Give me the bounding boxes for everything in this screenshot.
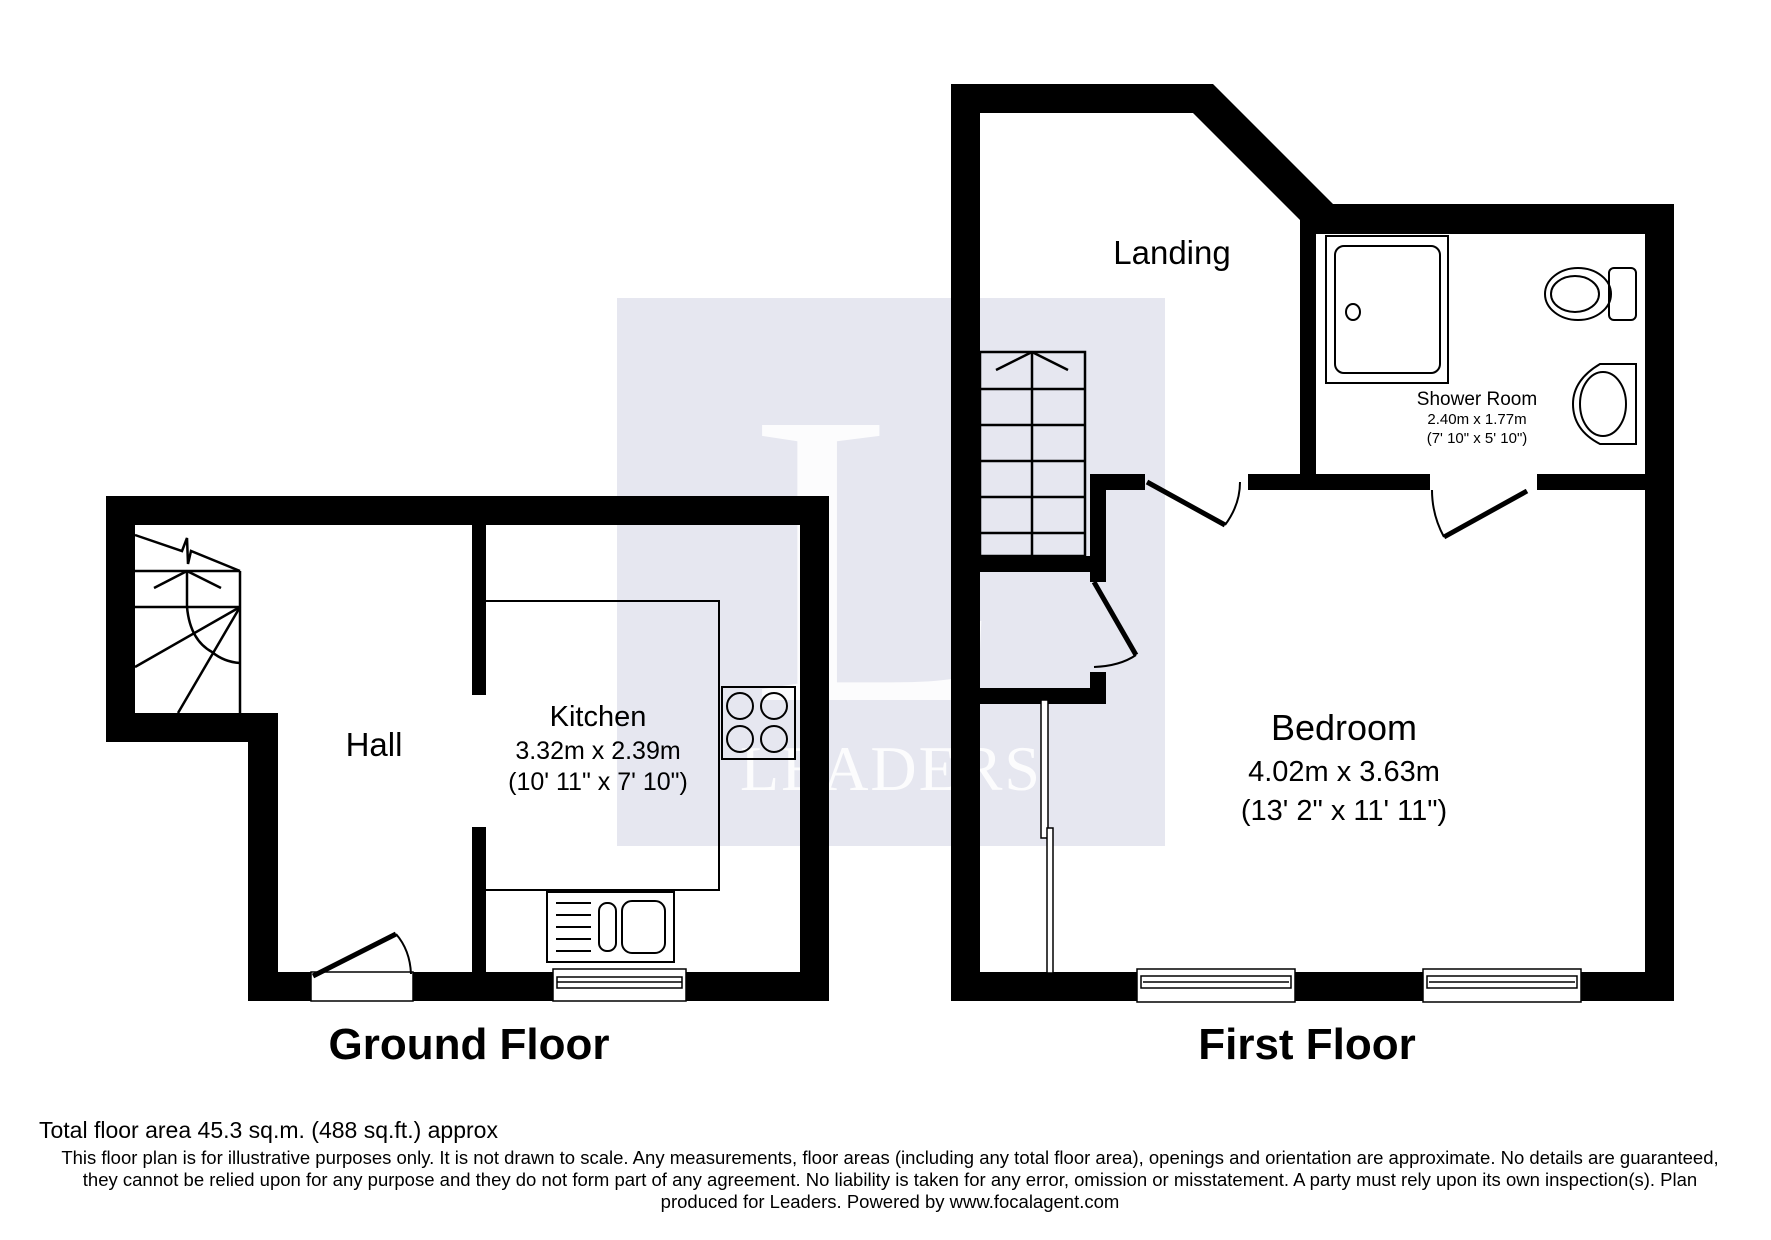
hob-icon xyxy=(721,686,796,760)
room-label-kitchen: Kitchen xyxy=(549,701,647,733)
shower-room-metric-dimensions: 2.40m x 1.77m xyxy=(1427,411,1527,428)
front-door xyxy=(310,931,414,1002)
ground-floor-walls xyxy=(106,496,829,1001)
kitchen-metric-dimensions: 3.32m x 2.39m xyxy=(515,737,681,765)
room-label-shower-room: Shower Room xyxy=(1416,389,1538,410)
bedroom-window-right xyxy=(1422,968,1582,1003)
kitchen-worktop xyxy=(486,600,720,891)
room-label-landing: Landing xyxy=(1113,234,1231,271)
kitchen-imperial-dimensions: (10' 11" x 7' 10") xyxy=(508,768,688,796)
bedroom-window-left xyxy=(1136,968,1296,1003)
shower-room-imperial-dimensions: (7' 10" x 5' 10") xyxy=(1426,430,1528,447)
first-floor-walls xyxy=(951,84,1674,1001)
bedroom-imperial-dimensions: (13' 2" x 11' 11") xyxy=(1240,795,1448,827)
kitchen-window xyxy=(552,968,687,1002)
bedroom-metric-dimensions: 4.02m x 3.63m xyxy=(1248,756,1440,788)
first-floor-title: First Floor xyxy=(1198,1020,1416,1069)
shower-tray-icon xyxy=(1325,235,1449,384)
first-floor-stairs xyxy=(978,350,1087,558)
ground-floor-title: Ground Floor xyxy=(328,1020,610,1069)
shower-room-door xyxy=(1431,488,1529,540)
wash-basin-icon xyxy=(1571,363,1637,445)
total-floor-area: Total floor area 45.3 sq.m. (488 sq.ft.)… xyxy=(39,1117,498,1143)
svg-text:LEADERS: LEADERS xyxy=(740,733,1042,804)
disclaimer-text: This floor plan is for illustrative purp… xyxy=(61,1147,1719,1212)
sink-drainer-icon xyxy=(546,891,675,963)
sliding-wardrobe xyxy=(1040,699,1054,974)
room-label-bedroom: Bedroom xyxy=(1270,707,1418,748)
room-label-hall: Hall xyxy=(345,726,403,763)
landing-door xyxy=(1145,479,1241,528)
ground-floor-stairs xyxy=(134,533,242,714)
toilet-icon xyxy=(1544,267,1637,321)
cupboard-door xyxy=(1091,580,1139,668)
